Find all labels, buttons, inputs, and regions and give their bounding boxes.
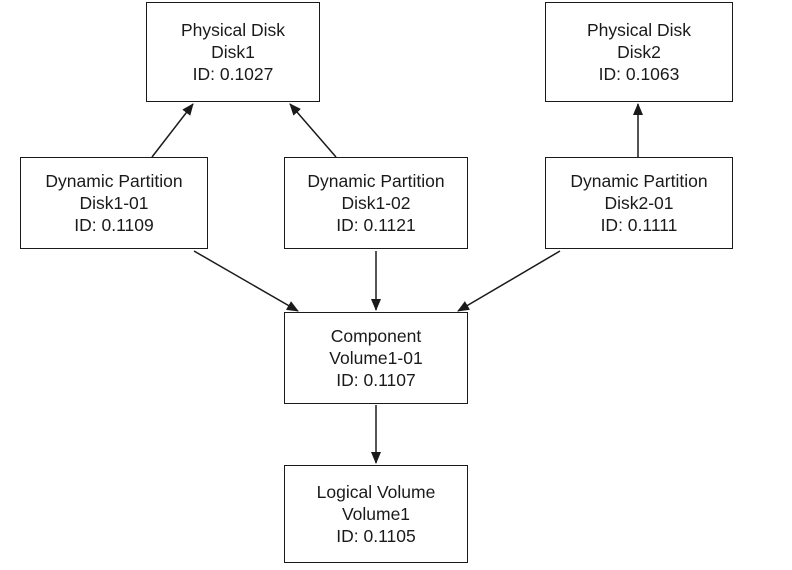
arrow-disk1-01-to-disk1 xyxy=(151,103,194,158)
node-id-label: ID: 0.1027 xyxy=(192,64,274,84)
node-type-label: Component xyxy=(330,326,422,346)
node-id-label: ID: 0.1109 xyxy=(74,215,154,235)
node-name-label: Disk1-02 xyxy=(341,193,411,213)
arrow-disk1-01-to-component xyxy=(193,250,299,312)
node-type-label: Dynamic Partition xyxy=(45,171,183,191)
node-id-label: ID: 0.1111 xyxy=(600,215,678,235)
logical-volume-node: Logical Volume Volume1 ID: 0.1105 xyxy=(284,465,468,563)
node-id-label: ID: 0.1105 xyxy=(336,526,416,546)
node-name-label: Volume1 xyxy=(341,504,411,524)
node-type-label: Physical Disk xyxy=(586,20,692,40)
node-type-label: Logical Volume xyxy=(316,482,436,502)
node-name-label: Volume1-01 xyxy=(329,348,423,368)
node-id-label: ID: 0.1063 xyxy=(598,64,680,84)
node-id-label: ID: 0.1121 xyxy=(336,215,416,235)
node-type-label: Dynamic Partition xyxy=(307,171,445,191)
node-type-label: Physical Disk xyxy=(180,20,286,40)
dynamic-partition-node: Dynamic Partition Disk2-01 ID: 0.1111 xyxy=(545,157,733,249)
node-name-label: Disk1-01 xyxy=(79,193,149,213)
physical-disk-node: Physical Disk Disk2 ID: 0.1063 xyxy=(545,2,733,102)
arrow-disk2-01-to-component xyxy=(457,250,561,312)
node-type-label: Dynamic Partition xyxy=(570,171,708,191)
node-name-label: Disk2-01 xyxy=(604,193,674,213)
dynamic-partition-node: Dynamic Partition Disk1-02 ID: 0.1121 xyxy=(284,157,468,249)
node-id-label: ID: 0.1107 xyxy=(336,370,416,390)
node-name-label: Disk1 xyxy=(211,42,255,62)
dynamic-partition-node: Dynamic Partition Disk1-01 ID: 0.1109 xyxy=(20,157,208,249)
physical-disk-node: Physical Disk Disk1 ID: 0.1027 xyxy=(146,2,320,102)
node-name-label: Disk2 xyxy=(617,42,661,62)
arrow-disk1-02-to-disk1 xyxy=(289,103,337,158)
component-node: Component Volume1-01 ID: 0.1107 xyxy=(284,312,468,404)
